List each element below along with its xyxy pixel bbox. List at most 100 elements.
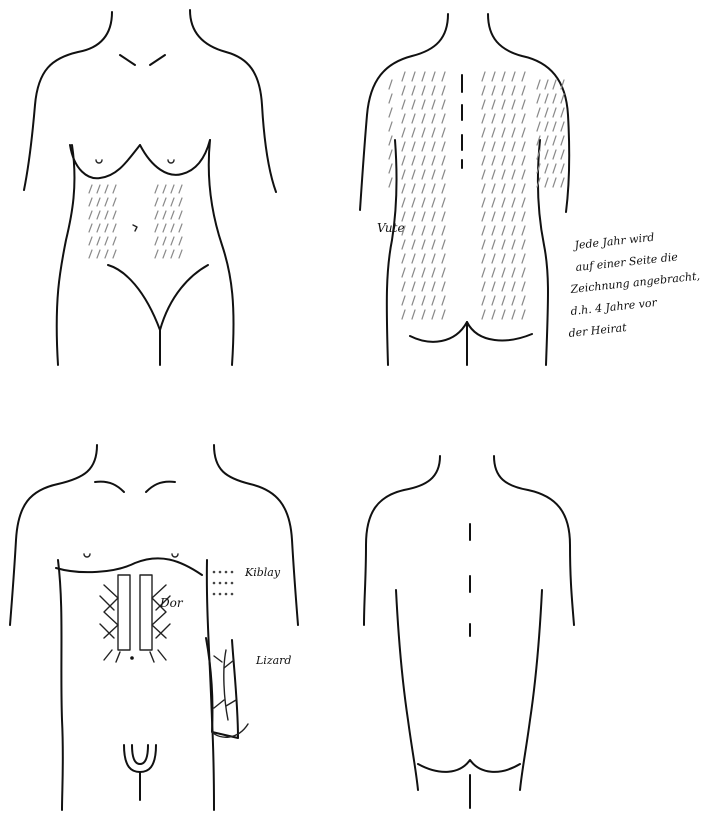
hatch-mark <box>402 310 405 319</box>
hatch-mark <box>512 128 515 137</box>
hatch-mark <box>553 150 556 159</box>
hatch-mark <box>553 136 556 145</box>
hatch-mark <box>442 198 445 207</box>
hatch-mark <box>492 212 495 221</box>
hatch-mark <box>412 156 415 165</box>
hatch-mark <box>402 254 405 263</box>
hatch-mark <box>155 211 158 219</box>
hatch-mark <box>432 254 435 263</box>
hatch-mark <box>482 184 485 193</box>
hatch-mark <box>155 185 158 193</box>
hatch-mark <box>512 184 515 193</box>
hatch-mark <box>412 212 415 221</box>
back-side-label: Vute <box>377 221 405 235</box>
hatch-mark <box>442 282 445 291</box>
hatch-mark <box>412 282 415 291</box>
hatch-mark <box>522 142 525 151</box>
note-line-4: d.h. 4 Jahre vor <box>570 296 658 318</box>
hatch-mark <box>89 224 92 232</box>
hatch-mark <box>163 185 166 193</box>
hatch-mark <box>502 268 505 277</box>
hatch-mark <box>492 240 495 249</box>
hatch-mark <box>512 142 515 151</box>
forearm-rows-label: Kiblay <box>244 566 281 579</box>
hatch-mark <box>422 198 425 207</box>
hatch-mark <box>89 198 92 206</box>
hatch-mark <box>432 184 435 193</box>
hatch-mark <box>113 185 116 193</box>
hatch-mark <box>389 122 392 131</box>
hatch-mark <box>402 240 405 249</box>
hatch-mark <box>522 282 525 291</box>
hatch-mark <box>482 296 485 305</box>
hatch-mark <box>492 198 495 207</box>
hatch-mark <box>163 198 166 206</box>
hatch-mark <box>553 122 556 131</box>
hatch-mark <box>113 211 116 219</box>
hatch-mark <box>522 128 525 137</box>
hatch-mark <box>432 86 435 95</box>
hatch-mark <box>422 296 425 305</box>
hatch-mark <box>442 100 445 109</box>
hatch-mark <box>482 86 485 95</box>
hatch-mark <box>482 128 485 137</box>
hatch-mark <box>402 86 405 95</box>
hatch-mark <box>482 142 485 151</box>
hatch-mark <box>105 237 108 245</box>
hatch-mark <box>113 237 116 245</box>
hatch-mark <box>155 237 158 245</box>
hatch-mark <box>171 211 174 219</box>
hatch-mark <box>522 72 525 81</box>
hatch-mark <box>545 150 548 159</box>
hatch-mark <box>422 212 425 221</box>
hatch-mark <box>432 296 435 305</box>
hatch-mark <box>402 296 405 305</box>
hatch-mark <box>492 170 495 179</box>
hatch-mark <box>432 128 435 137</box>
hatch-mark <box>442 310 445 319</box>
hatch-mark <box>412 198 415 207</box>
hatch-mark <box>179 237 182 245</box>
hatch-mark <box>89 250 92 258</box>
hatch-mark <box>422 254 425 263</box>
hatch-mark <box>482 240 485 249</box>
hatch-mark <box>422 156 425 165</box>
hatch-mark <box>522 86 525 95</box>
hatch-mark <box>402 198 405 207</box>
hatch-mark <box>502 142 505 151</box>
hatch-mark <box>545 136 548 145</box>
hatch-mark <box>482 198 485 207</box>
hatch-mark <box>163 237 166 245</box>
hatch-mark <box>553 94 556 103</box>
hatch-mark <box>402 142 405 151</box>
hatch-mark <box>97 250 100 258</box>
hatch-mark <box>502 128 505 137</box>
hatch-mark <box>482 268 485 277</box>
hatch-mark <box>422 100 425 109</box>
hatch-mark <box>422 170 425 179</box>
hatch-mark <box>561 150 564 159</box>
hatch-mark <box>432 240 435 249</box>
hatch-mark <box>522 198 525 207</box>
hatch-mark <box>502 254 505 263</box>
hatch-mark <box>97 185 100 193</box>
hatch-mark <box>432 114 435 123</box>
hatch-mark <box>502 72 505 81</box>
hatch-mark <box>492 100 495 109</box>
hatch-mark <box>502 156 505 165</box>
hatch-mark <box>482 310 485 319</box>
note-line-5: der Heirat <box>568 321 628 340</box>
hatch-mark <box>492 72 495 81</box>
hatch-mark <box>545 178 548 187</box>
hatch-mark <box>442 156 445 165</box>
hatch-mark <box>105 211 108 219</box>
hatch-mark <box>442 240 445 249</box>
hatch-mark <box>422 240 425 249</box>
hatch-mark <box>432 170 435 179</box>
hatch-mark <box>422 268 425 277</box>
hatch-mark <box>422 282 425 291</box>
hatch-mark <box>422 226 425 235</box>
hatch-mark <box>89 237 92 245</box>
hatch-mark <box>163 211 166 219</box>
hatch-mark <box>412 254 415 263</box>
